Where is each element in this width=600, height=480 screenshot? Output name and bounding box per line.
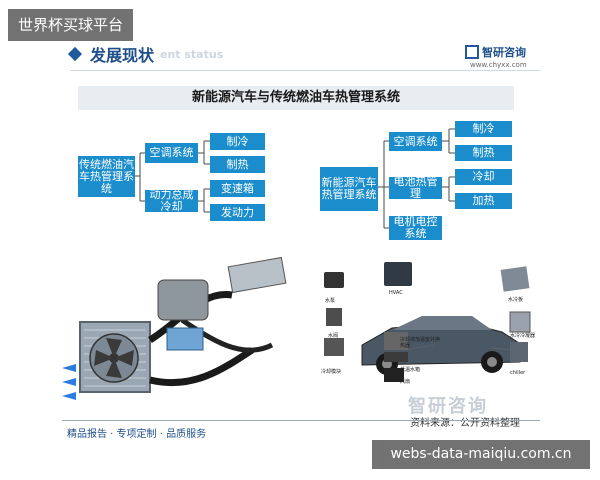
label-exchanger: 冷却液加温室外换热器 (400, 337, 441, 349)
footer-brand-watermark: 智研咨询 (408, 396, 488, 417)
header-diamond-icon (67, 46, 83, 62)
left-branch-powertrain: 动力总成冷却 (145, 189, 198, 213)
brand-logo-icon (465, 45, 479, 59)
label-water-pump: 水泵 (325, 298, 336, 304)
left-leaf-gearbox: 变速箱 (210, 180, 265, 197)
label-water-valve: 水阀 (328, 333, 339, 339)
brand-name: 智研咨询 (482, 46, 526, 59)
footer-divider (62, 420, 540, 421)
left-leaf-engine: 发动力 (210, 204, 265, 221)
left-leaf-heat: 制热 (210, 156, 265, 173)
right-branch-ac: 空调系统 (389, 132, 442, 151)
label-chiller: chiller (510, 370, 526, 376)
section-title: 发展现状 (90, 46, 155, 65)
right-branch-motor: 电机电控系统 (389, 216, 442, 240)
data-source: 资料来源：公开资料整理 (410, 418, 520, 429)
site-url-tag[interactable]: webs-data-maiqiu.com.cn (372, 440, 590, 469)
right-leaf-heating: 加热 (455, 193, 512, 209)
right-leaf-heat: 制热 (455, 145, 512, 161)
right-branch-battery: 电池热管理 (389, 176, 442, 200)
footer-slogan: 精品报告 · 专项定制 · 品质服务 (67, 429, 207, 440)
label-water-cooled-plate: 水冷板 (508, 297, 524, 303)
section-ghost-title: ent status (160, 48, 224, 61)
new-energy-vehicle-illustration (324, 262, 531, 382)
left-root-box: 传统燃油汽车热管理系统 (78, 156, 135, 197)
fuel-vehicle-cooling-illustration (62, 256, 287, 400)
brand-url: www.chyxx.com (470, 61, 527, 69)
label-low-temp-tank: 低温水箱 (400, 367, 421, 373)
label-fan: 风扇 (400, 379, 411, 385)
left-leaf-cool: 制冷 (210, 133, 265, 150)
right-leaf-cooling: 冷却 (455, 169, 512, 185)
site-name-tag[interactable]: 世界杯买球平台 (8, 9, 134, 41)
label-hvac: HVAC (389, 290, 403, 296)
right-root-box: 新能源汽车热管理系统 (320, 167, 378, 211)
header-divider (70, 70, 540, 71)
left-branch-ac: 空调系统 (145, 143, 198, 163)
label-cooling-module: 冷却模块 (321, 369, 342, 375)
label-condenser: 水冷冷凝器 (510, 333, 536, 339)
brand-logo: 智研咨询 (465, 44, 526, 60)
right-leaf-cool: 制冷 (455, 121, 512, 137)
main-title: 新能源汽车与传统燃油车热管理系统 (78, 86, 514, 110)
vehicle-components-illustration (62, 256, 531, 400)
